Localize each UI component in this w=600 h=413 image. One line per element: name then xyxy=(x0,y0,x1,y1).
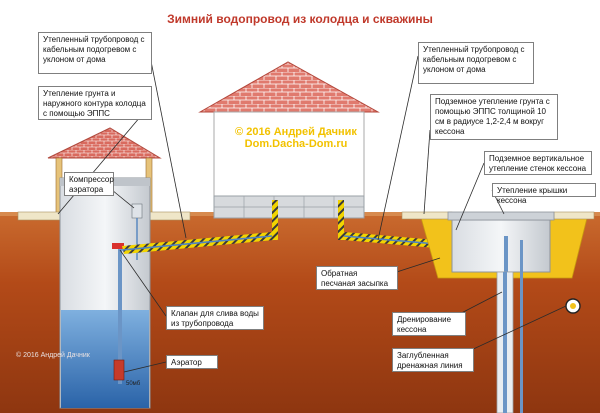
aerator-icon xyxy=(113,359,125,381)
callout-caisson-drainage: Дренирование кессона xyxy=(392,312,466,336)
callout-roof-insulation: Утепление крышки кессона xyxy=(492,183,596,205)
valve-icon xyxy=(112,243,124,249)
callout-vertical-insulation: Подземное вертикальное утепление стенок … xyxy=(484,151,592,175)
watermark: © 2016 Андрей Дачник Dom.Dacha-Dom.ru xyxy=(226,126,366,150)
callout-insulation-well: Утепление грунта и наружного контура кол… xyxy=(38,86,152,120)
callout-underground-insulation: Подземное утепление грунта с помощью ЭПП… xyxy=(430,94,558,140)
watermark-small: © 2016 Андрей Дачник xyxy=(16,352,90,359)
callout-aerator: Аэратор xyxy=(166,355,218,369)
house-icon xyxy=(198,61,380,240)
gauge-label: 50мб xyxy=(126,381,141,387)
page-title: Зимний водопровод из колодца и скважины xyxy=(167,12,433,26)
callout-pipe-right: Утепленный трубопровод с кабельным подог… xyxy=(418,42,534,84)
callout-compressor: Компрессор аэратора xyxy=(64,172,114,196)
watermark-line1: © 2016 Андрей Дачник xyxy=(235,126,357,138)
callout-backfill: Обратная песчаная засыпка xyxy=(316,266,398,290)
watermark-line2: Dom.Dacha-Dom.ru xyxy=(244,138,348,150)
caisson-icon xyxy=(401,211,595,413)
callout-pipe-left: Утепленный трубопровод с кабельным подог… xyxy=(38,32,152,74)
callout-drain-valve: Клапан для слива воды из трубопровода xyxy=(166,306,264,330)
callout-deep-drainage: Заглубленная дренажная линия xyxy=(392,348,474,372)
